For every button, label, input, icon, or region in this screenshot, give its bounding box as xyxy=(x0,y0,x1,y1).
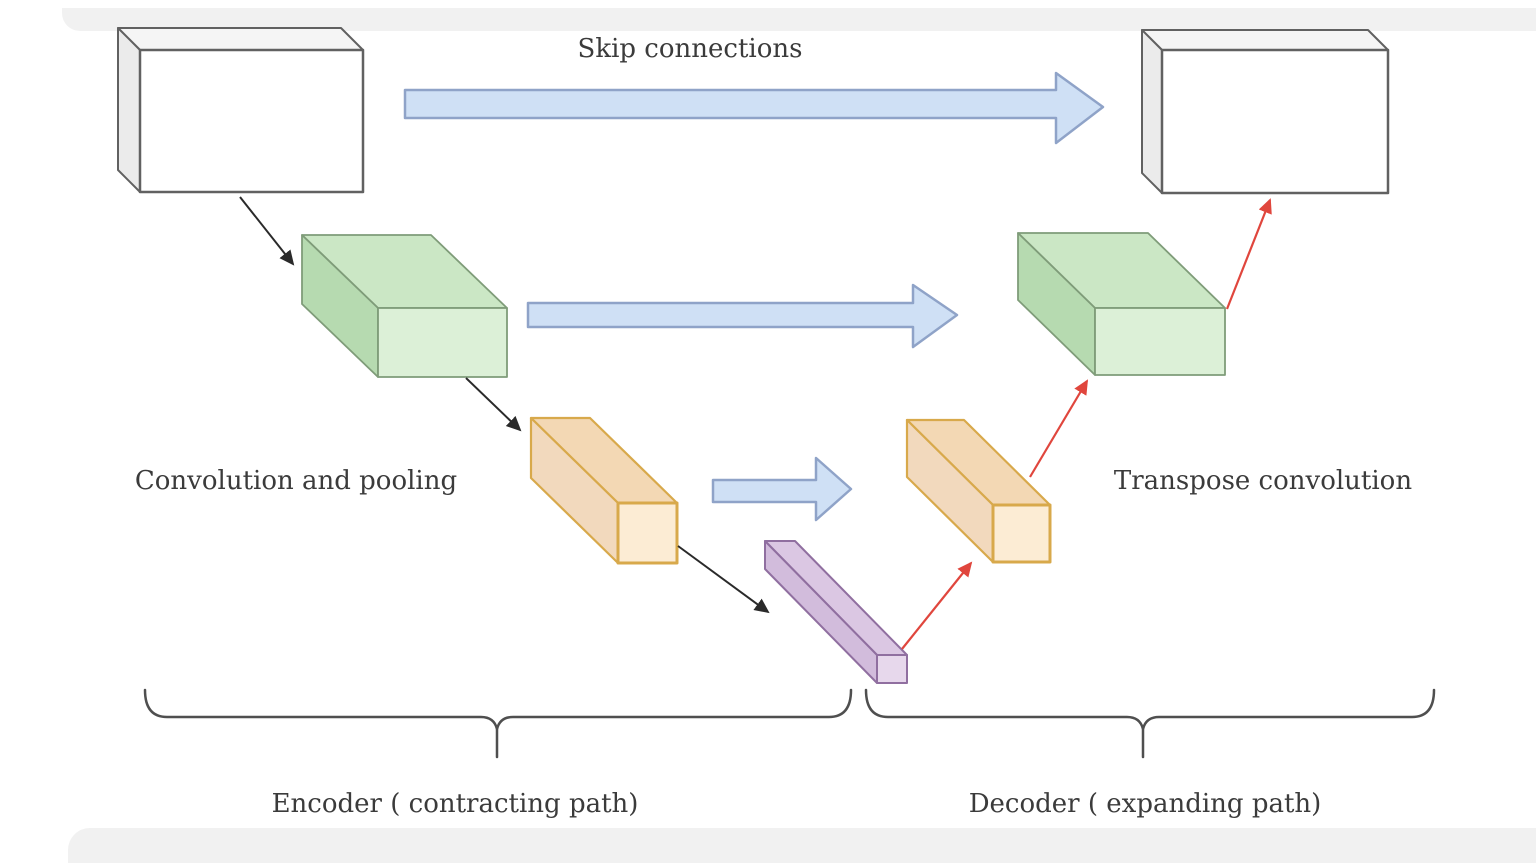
skip-connections-label: Skip connections xyxy=(578,34,803,64)
transpose-convolution-label: Transpose convolution xyxy=(1114,466,1412,496)
encoder-brace xyxy=(143,688,853,759)
up-arrow-2 xyxy=(1029,379,1089,478)
convolution-pooling-label: Convolution and pooling xyxy=(135,466,457,496)
decoder-orange-box xyxy=(905,418,1052,564)
encoder-input-box-front xyxy=(138,48,365,194)
down-arrow-3 xyxy=(677,545,770,614)
down-arrow-1 xyxy=(239,196,295,266)
encoder-green-box xyxy=(301,234,508,378)
up-arrow-3 xyxy=(1225,198,1272,310)
encoder-orange-box xyxy=(529,416,679,565)
decoder-output-box-side xyxy=(1141,29,1163,194)
bottleneck-purple-box xyxy=(764,540,908,684)
encoder-green-box-front xyxy=(377,307,508,378)
background-band-bottom xyxy=(68,828,1536,863)
skip-arrow-bottom xyxy=(711,456,853,522)
decoder-label: Decoder ( expanding path) xyxy=(969,789,1322,819)
decoder-brace xyxy=(864,688,1436,759)
encoder-input-box-side xyxy=(117,27,141,193)
decoder-green-box xyxy=(1017,232,1226,376)
decoder-output-box-front xyxy=(1160,48,1390,195)
skip-arrow-middle xyxy=(526,283,959,349)
decoder-output-box xyxy=(1141,29,1390,195)
skip-arrow-top xyxy=(403,71,1105,145)
decoder-orange-box-front xyxy=(991,503,1052,564)
decoder-output-box-top xyxy=(1141,29,1389,51)
encoder-label: Encoder ( contracting path) xyxy=(272,789,639,819)
bottleneck-purple-box-front xyxy=(876,654,908,684)
up-arrow-1 xyxy=(901,561,973,650)
background-band-top xyxy=(62,8,1536,31)
decoder-green-box-front xyxy=(1094,307,1226,376)
encoder-orange-box-front xyxy=(616,501,679,565)
down-arrow-2 xyxy=(465,377,522,432)
encoder-input-box xyxy=(117,27,365,194)
encoder-input-box-top xyxy=(117,27,364,51)
